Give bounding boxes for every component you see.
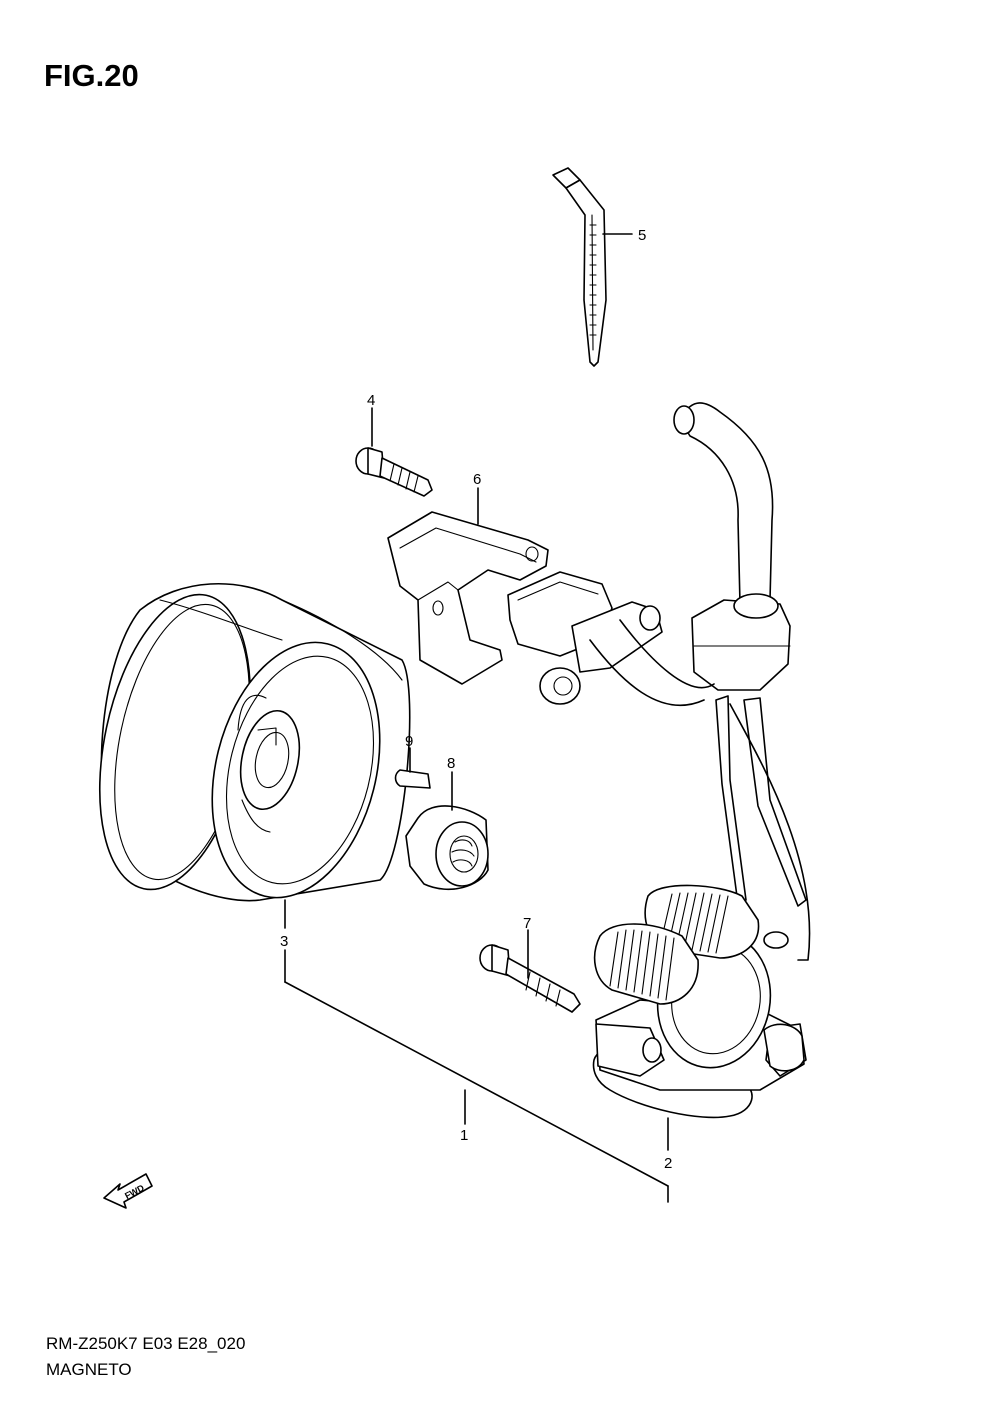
callout-6[interactable]: 6 <box>473 471 481 488</box>
part-bolt-4[interactable] <box>355 447 433 497</box>
leader-lines <box>284 233 669 1203</box>
callout-5[interactable]: 5 <box>638 227 646 244</box>
part-rotor-3[interactable] <box>75 581 411 916</box>
callout-7[interactable]: 7 <box>523 915 531 932</box>
callout-9[interactable]: 9 <box>405 733 413 750</box>
pickup-coil-assembly <box>507 402 811 961</box>
part-key-9[interactable] <box>394 769 431 789</box>
part-nut-8[interactable] <box>405 805 489 891</box>
callout-8[interactable]: 8 <box>447 755 455 772</box>
callout-2[interactable]: 2 <box>664 1155 672 1172</box>
part-cable-tie[interactable] <box>552 167 607 367</box>
callout-3[interactable]: 3 <box>280 933 288 950</box>
figure-code: RM-Z250K7 E03 E28_020 <box>46 1334 246 1353</box>
part-bolt-7[interactable] <box>479 944 581 1013</box>
part-bracket-6[interactable] <box>387 511 549 685</box>
callout-numbers: 1 2 3 4 5 6 7 8 9 <box>280 227 672 1172</box>
figure-title: FIG.20 <box>44 58 139 93</box>
figure-name: MAGNETO <box>46 1360 132 1379</box>
callout-4[interactable]: 4 <box>367 392 375 409</box>
fwd-direction-badge: FWD <box>103 1173 153 1209</box>
callout-1[interactable]: 1 <box>460 1127 468 1144</box>
part-stator-2[interactable] <box>592 884 807 1119</box>
